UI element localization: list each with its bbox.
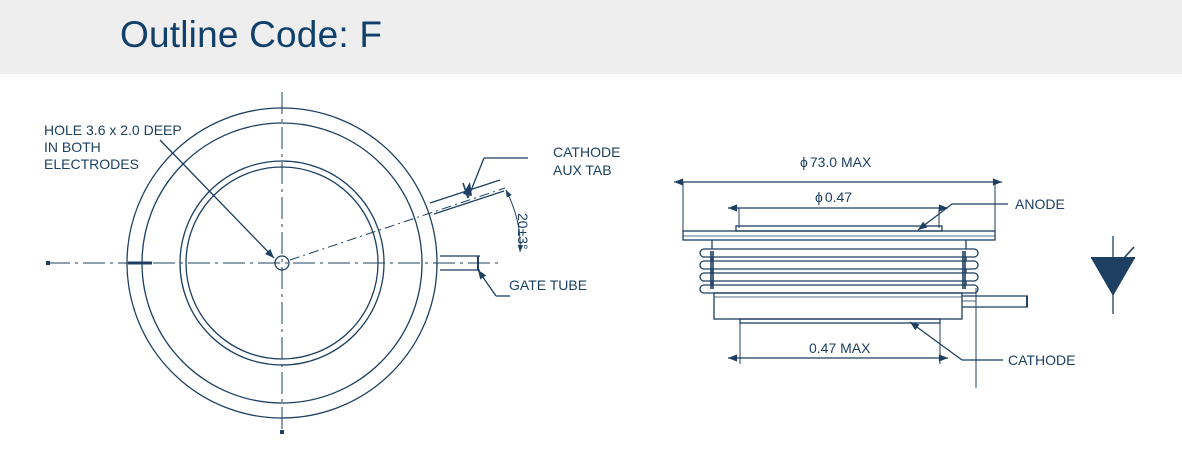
outer-flange-circle (126, 107, 438, 419)
angle-label: 20±3° (515, 213, 531, 250)
cathode-aux-label-line1: CATHODE (553, 144, 620, 160)
electrode-diameter-value: 0.47 (825, 189, 852, 205)
pole-face-outer-circle (179, 160, 385, 366)
thyristor-symbol-icon (1091, 236, 1135, 314)
header-bar: Outline Code: F (0, 0, 1182, 74)
gate-lead (962, 288, 1028, 388)
hole-label-line2: IN BOTH (44, 139, 101, 155)
anode-label: ANODE (1015, 196, 1065, 212)
angle-dimension (505, 189, 524, 253)
gate-tube-label: GATE TUBE (509, 277, 587, 293)
page-title: Outline Code: F (120, 14, 383, 55)
pole-face-inner-circle (185, 166, 379, 360)
cathode-width-label: 0.47 MAX (809, 340, 871, 356)
anode-electrode (735, 225, 943, 232)
diameter-symbol: ϕ (800, 154, 808, 170)
diameter-symbol-2: ϕ (815, 189, 823, 205)
center-hole (274, 255, 290, 271)
hole-leader (159, 139, 275, 259)
flange-inner-circle (141, 122, 423, 404)
top-view (46, 92, 528, 434)
cathode-aux-tab (429, 157, 528, 215)
side-view (674, 178, 1028, 388)
gate-tube (440, 255, 510, 297)
ceramic-housing-fins (699, 248, 979, 294)
aux-tab-centerline (289, 187, 506, 261)
cathode-electrode (739, 318, 941, 324)
cathode-label: CATHODE (1008, 352, 1075, 368)
hole-label-line1: HOLE 3.6 x 2.0 DEEP (44, 122, 182, 138)
top-flange (682, 230, 996, 241)
hole-label-line3: ELECTRODES (44, 156, 139, 172)
overall-diameter-value: 73.0 MAX (810, 154, 872, 170)
cathode-aux-label-line2: AUX TAB (553, 162, 612, 178)
